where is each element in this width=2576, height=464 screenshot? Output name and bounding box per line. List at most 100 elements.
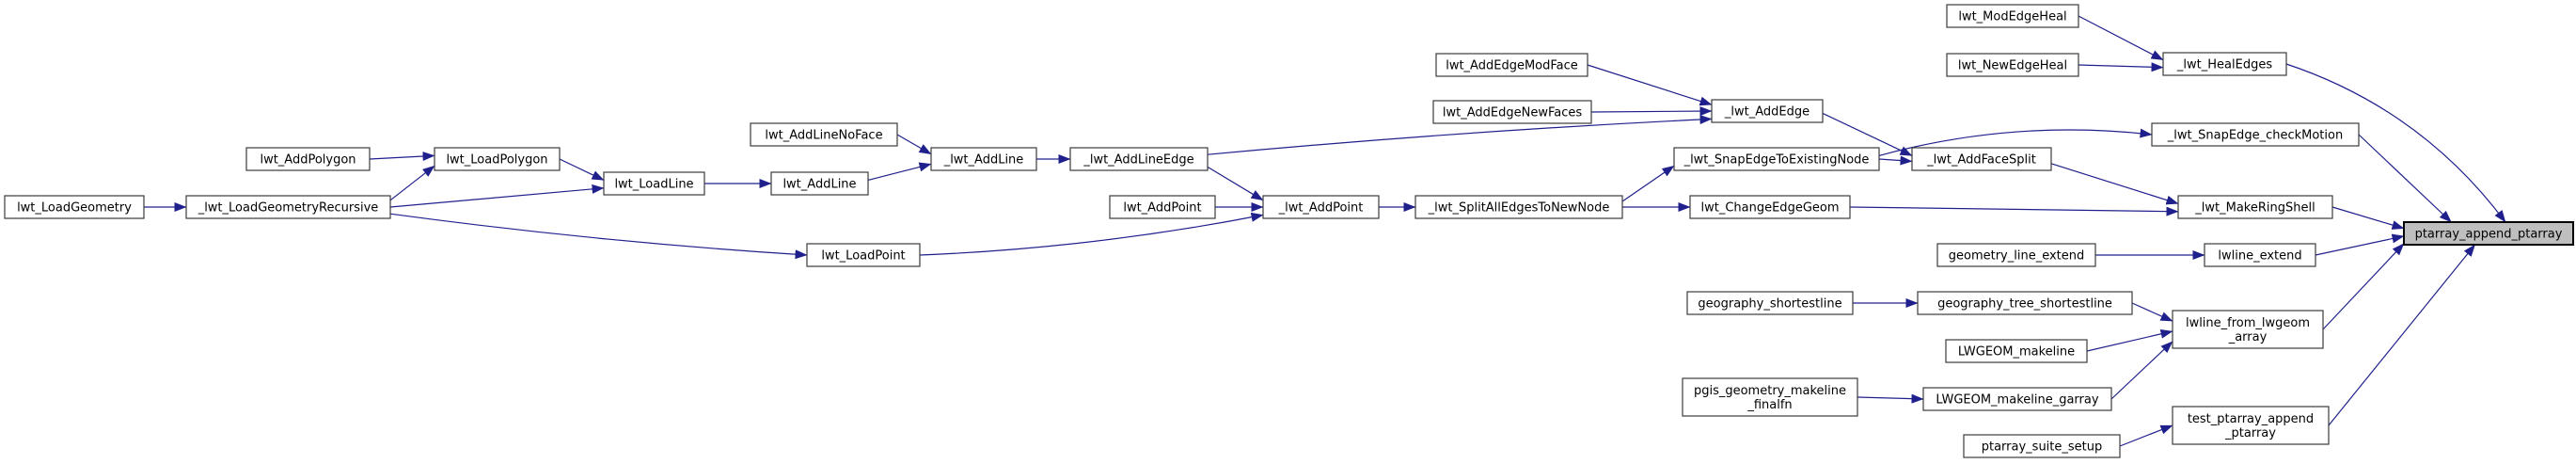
- node-lwt_AddEdgeModFace[interactable]: lwt_AddEdgeModFace: [1435, 53, 1588, 77]
- edge-_lwt_LoadGeometryRecursive-to-lwt_LoadLine: [389, 184, 605, 208]
- node-geometry_line_extend[interactable]: geometry_line_extend: [1936, 243, 2096, 267]
- node-box: [1686, 291, 1854, 315]
- node-label: lwt_NewEdgeHeal: [1958, 59, 2067, 73]
- node-label: _lwt_LoadGeometryRecursive: [198, 201, 379, 216]
- node-_lwt_AddLineEdge[interactable]: _lwt_AddLineEdge: [1069, 147, 1209, 171]
- node-label: lwt_LoadGeometry: [17, 201, 132, 216]
- node-box: [2162, 52, 2287, 76]
- node-label: test_ptarray_append_ptarray: [2188, 412, 2314, 440]
- edge-lwt_AddPolygon-to-lwt_LoadPolygon: [369, 152, 435, 162]
- node-box: [1946, 4, 2079, 28]
- node-lwt_AddPolygon[interactable]: lwt_AddPolygon: [245, 147, 371, 171]
- node-_lwt_AddPoint[interactable]: _lwt_AddPoint: [1262, 195, 1380, 219]
- node-label: lwline_extend: [2218, 249, 2301, 264]
- node-lwt_AddLine[interactable]: lwt_AddLine: [770, 171, 869, 196]
- node-box: [1945, 339, 2088, 363]
- edge-lwt_LoadPoint-to-_lwt_AddPoint: [919, 212, 1264, 256]
- edge-_lwt_MakeRingShell-to-ptarray_append_ptarray: [2331, 206, 2405, 230]
- edge-_lwt_HealEdges-to-ptarray_append_ptarray: [2285, 63, 2506, 223]
- node-lwt_LoadLine[interactable]: lwt_LoadLine: [603, 171, 705, 196]
- node-lwt_ChangeEdgeGeom[interactable]: lwt_ChangeEdgeGeom: [1689, 195, 1851, 219]
- node-label: lwt_AddPolygon: [260, 153, 356, 168]
- edge-_lwt_SnapEdge_checkMotion-to-ptarray_append_ptarray: [2358, 134, 2452, 223]
- edge-_lwt_AddLineEdge-to-_lwt_AddEdge: [1207, 115, 1713, 155]
- node-lwt_AddLineNoFace[interactable]: lwt_AddLineNoFace: [750, 122, 898, 147]
- node-geography_shortestline[interactable]: geography_shortestline: [1686, 291, 1854, 315]
- node-box: [1682, 377, 1858, 417]
- node-box: [2177, 195, 2333, 219]
- node-label: ptarray_append_ptarray: [2415, 228, 2563, 242]
- node-box: [1673, 147, 1880, 171]
- edge-pgis_geometry_makeline_finalfn-to-LWGEOM_makeline_garray: [1857, 393, 1924, 404]
- node-label: geography_tree_shortestline: [1937, 297, 2112, 312]
- node-label: _lwt_SnapEdgeToExistingNode: [1683, 153, 1870, 168]
- edge-test_ptarray_append_ptarray-to-ptarray_append_ptarray: [2328, 244, 2476, 426]
- node-pgis_geometry_makeline_finalfn[interactable]: pgis_geometry_makeline_finalfn: [1682, 377, 1858, 417]
- edge-lwt_ChangeEdgeGeom-to-_lwt_MakeRingShell: [1849, 206, 2179, 216]
- node-_lwt_MakeRingShell[interactable]: _lwt_MakeRingShell: [2177, 195, 2333, 219]
- node-label: lwt_AddPoint: [1123, 201, 1201, 216]
- node-box: [1689, 195, 1851, 219]
- node-box: [2172, 406, 2330, 445]
- node-label: _lwt_AddEdge: [1724, 105, 1810, 120]
- edge-lwt_NewEdgeHeal-to-_lwt_HealEdges: [2078, 62, 2164, 72]
- node-lwt_AddEdgeNewFaces[interactable]: lwt_AddEdgeNewFaces: [1432, 100, 1592, 124]
- node-label: _lwt_MakeRingShell: [2194, 201, 2315, 216]
- node-box: [185, 195, 391, 219]
- node-label: _lwt_AddLineEdge: [1083, 153, 1193, 168]
- node-label: geometry_line_extend: [1949, 249, 2085, 264]
- node-box: [1435, 53, 1588, 77]
- edge-geography_tree_shortestline-to-lwline_from_lwgeom_array: [2131, 302, 2173, 322]
- edge-lwt_AddLine-to-_lwt_AddLine: [867, 162, 932, 181]
- node-box: [750, 122, 898, 147]
- node-label: lwt_LoadPolygon: [446, 153, 547, 168]
- node-label: lwt_AddLineNoFace: [765, 129, 882, 143]
- node-label: lwt_AddLine: [782, 178, 856, 192]
- node-box: [1936, 243, 2096, 267]
- node-label: geography_shortestline: [1698, 297, 1841, 312]
- node-_lwt_LoadGeometryRecursive[interactable]: _lwt_LoadGeometryRecursive: [185, 195, 391, 219]
- node-geography_tree_shortestline[interactable]: geography_tree_shortestline: [1917, 291, 2133, 315]
- node-_lwt_SplitAllEdgesToNewNode[interactable]: _lwt_SplitAllEdgesToNewNode: [1414, 195, 1623, 219]
- node-box: [2204, 243, 2316, 267]
- node-_lwt_AddEdge[interactable]: _lwt_AddEdge: [1711, 99, 1824, 123]
- node-ptarray_suite_setup[interactable]: ptarray_suite_setup: [1963, 434, 2121, 458]
- node-label: lwt_ModEdgeHeal: [1958, 10, 2066, 24]
- node-_lwt_SnapEdgeToExistingNode[interactable]: _lwt_SnapEdgeToExistingNode: [1673, 147, 1880, 171]
- node-box: [806, 243, 921, 267]
- node-lwt_LoadPolygon[interactable]: lwt_LoadPolygon: [434, 147, 561, 171]
- node-box: [1262, 195, 1380, 219]
- node-lwt_ModEdgeHeal[interactable]: lwt_ModEdgeHeal: [1946, 4, 2079, 28]
- node-_lwt_HealEdges[interactable]: _lwt_HealEdges: [2162, 52, 2287, 76]
- node-lwt_AddPoint[interactable]: lwt_AddPoint: [1109, 195, 1216, 219]
- node-_lwt_SnapEdge_checkMotion[interactable]: _lwt_SnapEdge_checkMotion: [2151, 122, 2360, 147]
- node-test_ptarray_append_ptarray[interactable]: test_ptarray_append_ptarray: [2172, 406, 2330, 445]
- node-label: _lwt_SplitAllEdgesToNewNode: [1428, 201, 1610, 216]
- edge-lwt_AddEdgeModFace-to-_lwt_AddEdge: [1587, 64, 1713, 106]
- node-label: lwt_AddEdgeNewFaces: [1443, 106, 1582, 120]
- node-_lwt_AddLine[interactable]: _lwt_AddLine: [930, 147, 1037, 171]
- node-ptarray_append_ptarray: ptarray_append_ptarray: [2403, 221, 2574, 246]
- node-LWGEOM_makeline_garray[interactable]: LWGEOM_makeline_garray: [1922, 387, 2112, 411]
- edge-_lwt_LoadGeometryRecursive-to-lwt_LoadPoint: [389, 213, 808, 260]
- node-lwline_from_lwgeom_array[interactable]: lwline_from_lwgeom_array: [2172, 310, 2324, 349]
- edge-lwt_AddEdgeNewFaces-to-_lwt_AddEdge: [1590, 106, 1713, 117]
- node-box: [1414, 195, 1623, 219]
- node-box: [770, 171, 869, 196]
- node-lwt_LoadPoint[interactable]: lwt_LoadPoint: [806, 243, 921, 267]
- node-box: [1922, 387, 2112, 411]
- node-box: [1432, 100, 1592, 124]
- node-lwline_extend[interactable]: lwline_extend: [2204, 243, 2316, 267]
- edge-_lwt_AddFaceSplit-to-_lwt_MakeRingShell: [2050, 163, 2179, 205]
- node-_lwt_AddFaceSplit[interactable]: _lwt_AddFaceSplit: [1911, 147, 2052, 171]
- node-LWGEOM_makeline[interactable]: LWGEOM_makeline: [1945, 339, 2088, 363]
- edge-_lwt_LoadGeometryRecursive-to-lwt_LoadPolygon: [389, 165, 435, 201]
- edge-lwt_LoadPolygon-to-lwt_LoadLine: [559, 158, 605, 181]
- edge-lwt_AddLineNoFace-to-_lwt_AddLine: [896, 134, 932, 155]
- node-box: [1946, 53, 2079, 77]
- node-lwt_NewEdgeHeal[interactable]: lwt_NewEdgeHeal: [1946, 53, 2079, 77]
- node-label: lwline_from_lwgeom_array: [2186, 316, 2310, 344]
- node-lwt_LoadGeometry[interactable]: lwt_LoadGeometry: [4, 195, 145, 219]
